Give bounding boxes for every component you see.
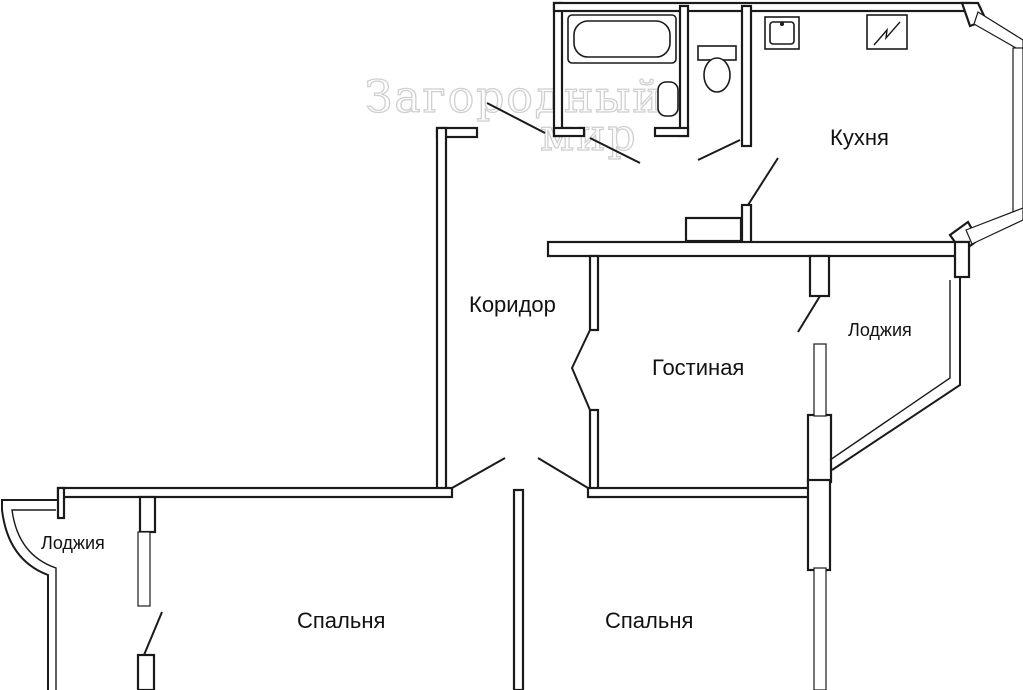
label-loggia-right: Лоджия (848, 320, 912, 340)
loggia-outlines (1, 276, 961, 690)
wall-bath-left (552, 1, 564, 138)
wall-loggia-left-edge (56, 486, 66, 520)
door-bedroom-right (537, 457, 589, 489)
wall-loggia-left-top (138, 495, 157, 534)
watermark-line1: Загородный (365, 72, 664, 123)
door-loggia-right (797, 295, 821, 333)
window-living (813, 343, 827, 417)
loggia-left-outline-inner (11, 509, 57, 690)
label-bedroom-right: Спальня (605, 608, 693, 633)
bathtub-inner (573, 20, 671, 58)
wall-kitchen-living (546, 240, 970, 258)
wall-bath-toilet-divider (678, 4, 690, 138)
kitchen-block (684, 216, 743, 243)
loggia-right-outline-outer (831, 276, 961, 471)
washbasin-icon (657, 81, 679, 117)
wall-bedroom-right-corner (806, 478, 832, 572)
wall-living-left-lower (588, 408, 600, 499)
wall-corridor-left (435, 126, 448, 498)
window-bedroom-right (813, 567, 827, 690)
door-bedroom-left (451, 457, 506, 489)
wall-bedroom-left-top (56, 486, 454, 499)
wall-top (552, 1, 971, 13)
door-kitchen (747, 157, 779, 206)
label-living-room: Гостиная (652, 355, 744, 380)
window-bedroom-left (137, 531, 151, 607)
wall-kitchen-corner (953, 240, 971, 279)
wall-loggia-left-bottom (136, 653, 156, 690)
loggia-right-outline-inner (829, 280, 951, 461)
wall-living-loggia-mid (806, 413, 833, 484)
doors (143, 102, 821, 656)
door-loggia-left (143, 611, 163, 656)
watermark: Загородный мир (364, 71, 664, 161)
door-living-double (570, 329, 591, 411)
wall-living-left-upper (588, 254, 600, 332)
wall-bedroom-right-top (586, 486, 830, 499)
label-corridor: Коридор (469, 292, 556, 317)
label-bedroom-left: Спальня (297, 608, 385, 633)
label-kitchen: Кухня (830, 125, 889, 150)
door-bathroom (589, 137, 641, 164)
room-labels: Кухня Коридор Гостиная Лоджия Лоджия Спа… (41, 125, 912, 633)
electric-panel-icon (866, 14, 908, 50)
toilet-bowl-icon (703, 57, 731, 93)
loggia-left-outline-outer (1, 499, 58, 690)
wall-living-loggia-top (808, 254, 831, 298)
door-entrance (486, 102, 546, 134)
wall-bedroom-partition (512, 488, 525, 690)
lightning-icon (873, 21, 901, 46)
wall-toilet-kitchen (740, 4, 753, 148)
wall-bath-bottom-left (552, 126, 586, 138)
wall-bath-bottom-mid (653, 126, 690, 138)
fixtures (567, 14, 908, 117)
label-loggia-left: Лоджия (41, 533, 105, 553)
window-kitchen-right (1012, 47, 1023, 219)
door-toilet (697, 139, 741, 161)
window-kitchen-bottom (965, 207, 1023, 245)
sink-tap (780, 22, 784, 26)
window-kitchen-top (973, 11, 1023, 53)
windows (137, 11, 1023, 690)
